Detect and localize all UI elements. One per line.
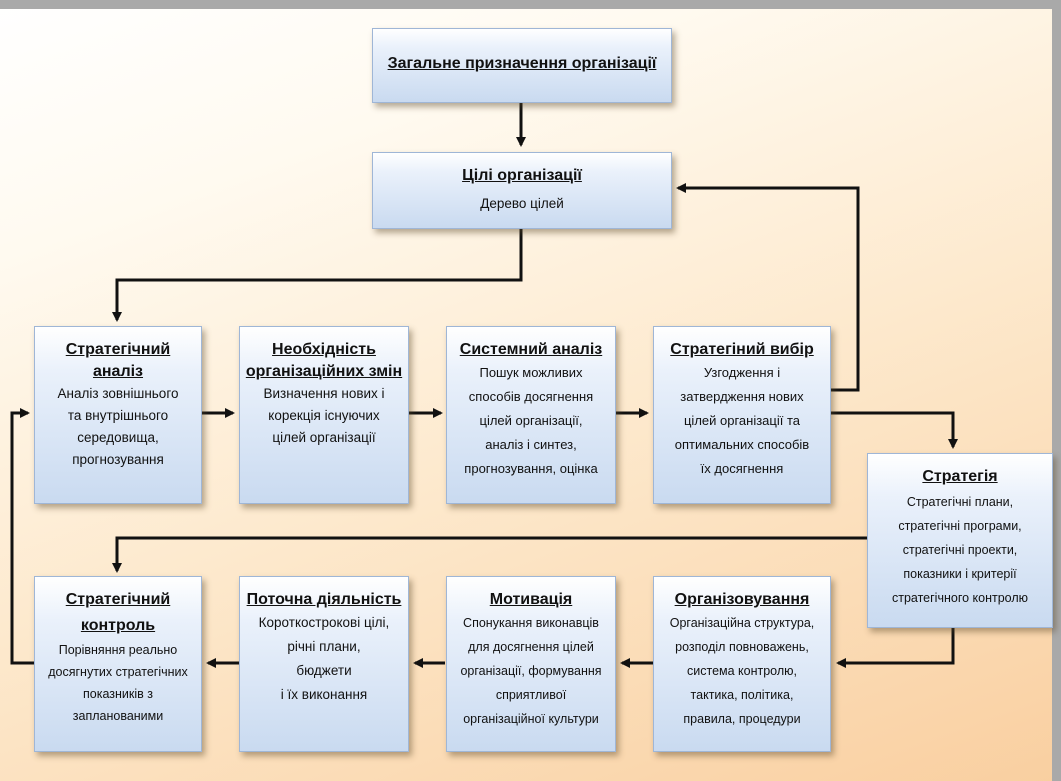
box-strategic-analysis-title: Стратегічний аналіз <box>65 341 171 380</box>
box-motivation-body: Спонукання виконавців для досягнення ціл… <box>460 616 602 726</box>
box-current-activity-body: Короткострокові цілі, річні плани, бюдже… <box>258 615 390 702</box>
box-current-activity: Поточна діяльність Короткострокові цілі,… <box>239 576 409 752</box>
box-goals-body: Дерево цілей <box>480 196 564 211</box>
box-motivation: Мотивація Спонукання виконавців для дося… <box>446 576 616 752</box>
box-strategy-body: Стратегічні плани, стратегічні програми,… <box>891 495 1029 605</box>
arrow-strategy-to-control <box>112 536 867 573</box>
box-system-analysis-body: Пошук можливих способів досягнення цілей… <box>464 365 598 476</box>
box-system-analysis-title: Системний аналіз <box>459 341 603 358</box>
top-border <box>0 0 1061 9</box>
box-goals-title: Цілі організації <box>462 167 582 184</box>
arrow-choice-to-goals <box>676 183 860 392</box>
box-strategic-control-body: Порівняння реально досягнутих стратегічн… <box>48 643 188 723</box>
box-strategic-control: Стратегічний контроль Порівняння реально… <box>34 576 202 752</box>
arrow-goals-to-analysis <box>112 228 523 322</box>
box-change-necessity-title: Необхідність організаційних змін <box>245 341 403 380</box>
arrow-choice-to-strategy <box>831 411 958 449</box>
box-purpose-title: Загальне призначення організації <box>387 55 657 72</box>
box-strategic-choice-title: Стратегіний вибір <box>670 341 814 358</box>
box-motivation-title: Мотивація <box>489 591 573 608</box>
box-strategy: Стратегія Стратегічні плани, стратегічні… <box>867 453 1053 628</box>
box-organizing: Організовування Організаційна структура,… <box>653 576 831 752</box>
box-strategic-analysis: Стратегічний аналіз Аналіз зовнішнього т… <box>34 326 202 504</box>
box-system-analysis: Системний аналіз Пошук можливих способів… <box>446 326 616 504</box>
arrow-control-to-analysis <box>10 408 34 665</box>
box-change-necessity: Необхідність організаційних змін Визначе… <box>239 326 409 504</box>
box-strategy-title: Стратегія <box>922 468 998 485</box>
box-organizing-body: Організаційна структура, розподіл повнов… <box>669 616 815 726</box>
box-change-necessity-body: Визначення нових і корекція існуючих ціл… <box>263 386 385 445</box>
box-strategic-choice: Стратегіний вибір Узгодження і затвердже… <box>653 326 831 504</box>
right-border <box>1052 0 1061 781</box>
arrow-strategy-to-organizing <box>836 628 955 668</box>
box-purpose: Загальне призначення організації <box>372 28 672 103</box>
box-goals: Цілі організації Дерево цілей <box>372 152 672 229</box>
box-strategic-choice-body: Узгодження і затвердження нових цілей ор… <box>674 365 810 476</box>
box-current-activity-title: Поточна діяльність <box>246 591 402 608</box>
box-strategic-analysis-body: Аналіз зовнішнього та внутрішнього серед… <box>57 386 179 467</box>
box-organizing-title: Організовування <box>674 591 810 608</box>
box-strategic-control-title: Стратегічний контроль <box>65 591 171 634</box>
